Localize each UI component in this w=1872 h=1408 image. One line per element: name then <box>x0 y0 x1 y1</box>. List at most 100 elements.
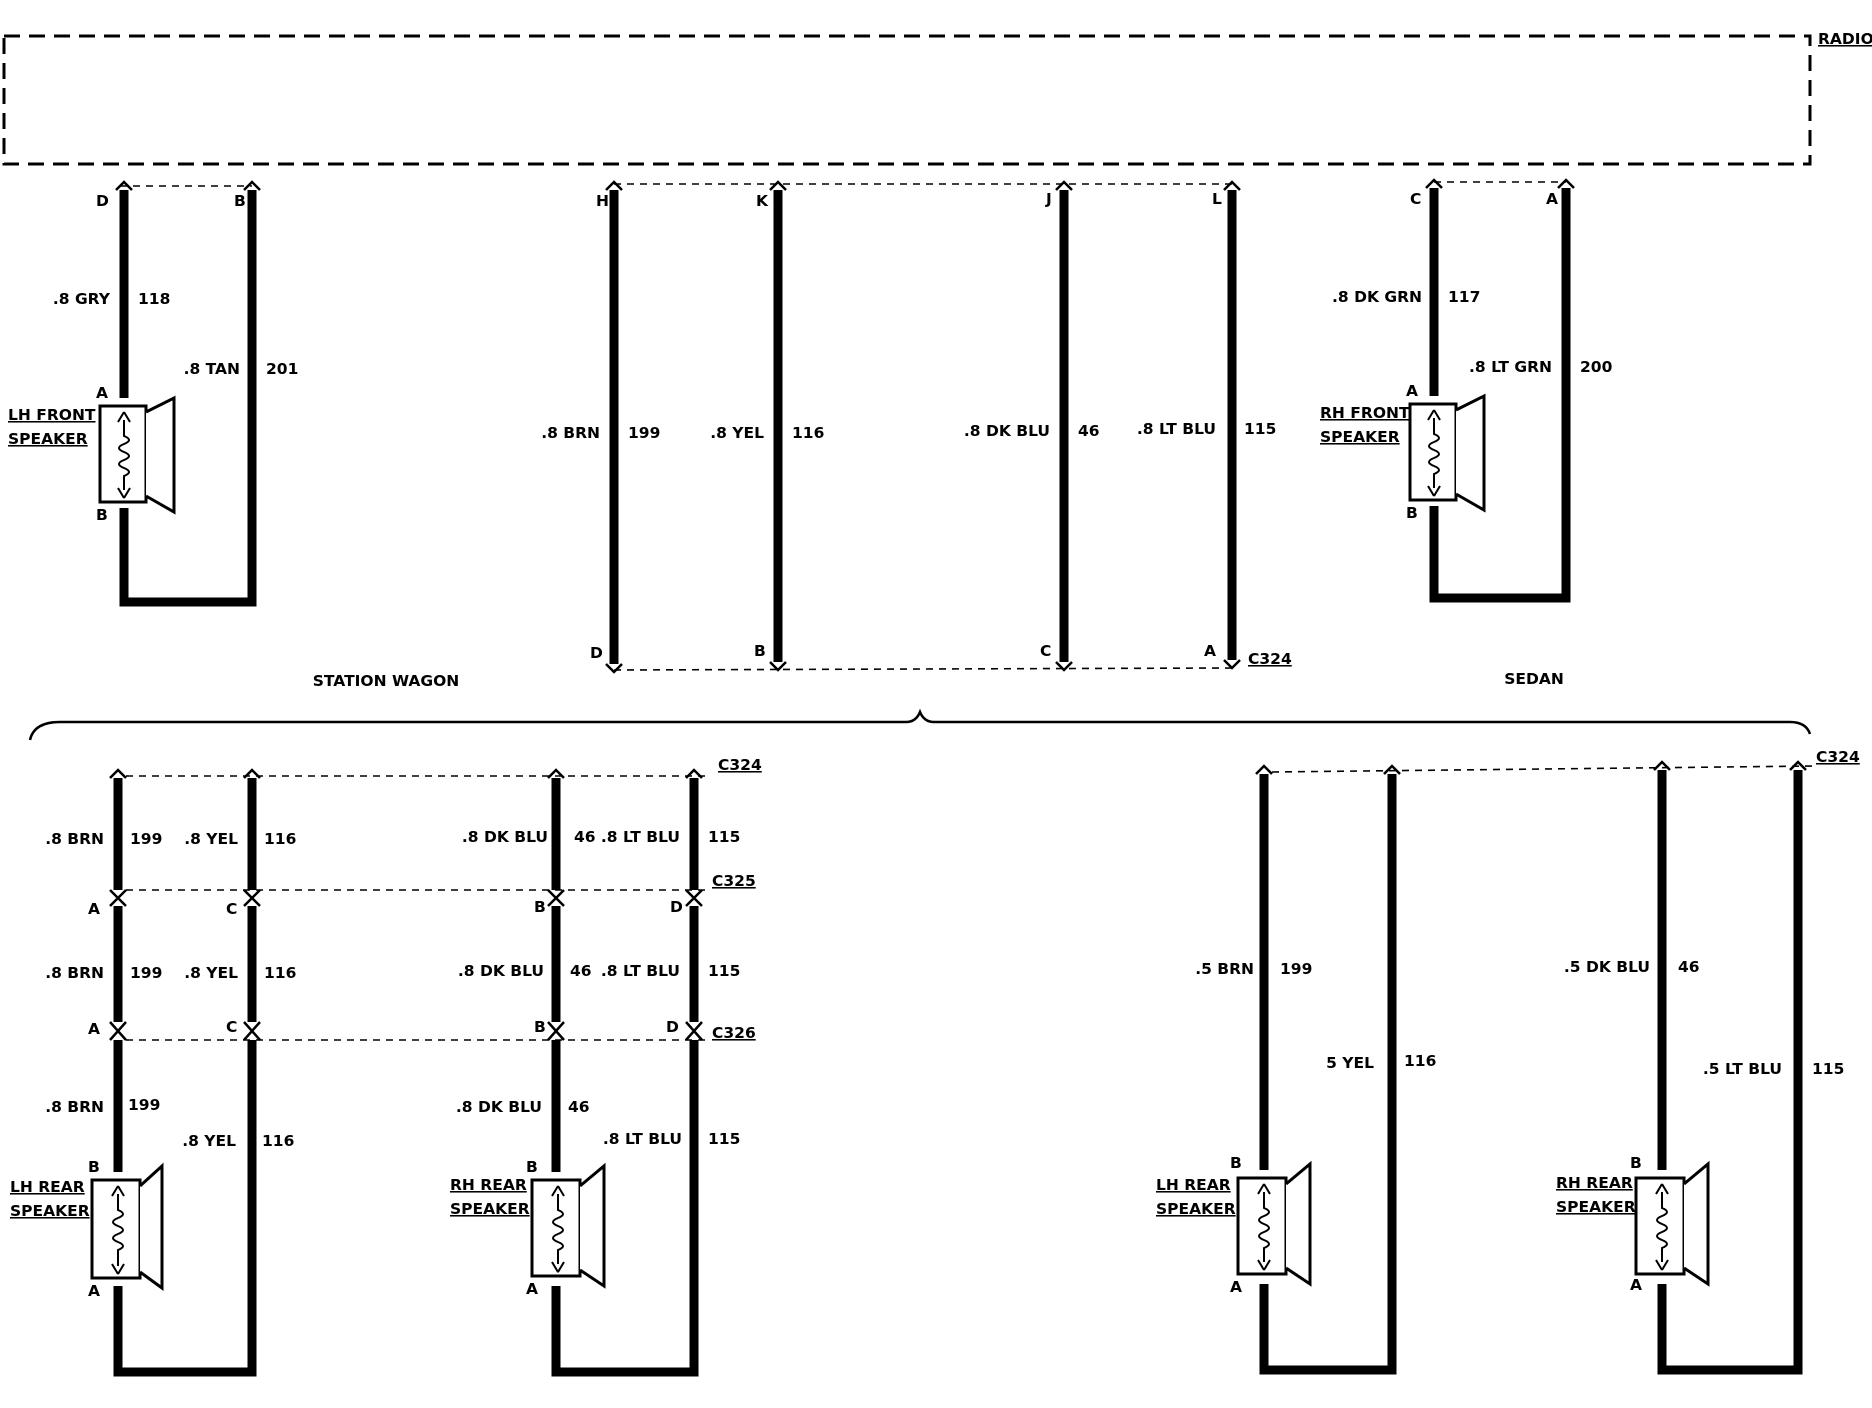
wire-gauge-label: 5 YEL <box>1326 1054 1374 1072</box>
pin-label: A <box>88 900 100 918</box>
pin-cap <box>605 663 623 674</box>
wire-circuit-label: 46 <box>570 962 592 980</box>
pin-label: C <box>1410 190 1421 208</box>
pin-label: B <box>534 898 546 916</box>
wire-gauge-label: .8 DK BLU <box>456 1098 542 1116</box>
wire-circuit-label: 46 <box>574 828 596 846</box>
wire-gauge-label: .8 BRN <box>541 424 600 442</box>
c324-connector-sedan <box>1271 765 1815 773</box>
wire-circuit-label: 199 <box>128 1096 160 1114</box>
speaker-label: SPEAKER <box>1156 1200 1236 1218</box>
wire-yel-116-loop <box>113 1040 257 1377</box>
wire-circuit-label: 117 <box>1448 288 1480 306</box>
wire-ltgrn-200-loop <box>1429 188 1571 603</box>
pin-cap <box>1055 661 1073 672</box>
pin-label: A <box>1406 382 1418 400</box>
pin-label: C <box>226 1018 237 1036</box>
wire-gauge-label: .8 DK BLU <box>458 962 544 980</box>
pin-cap <box>115 180 133 191</box>
wire-circuit-label: 199 <box>628 424 660 442</box>
pin-cap <box>605 180 623 191</box>
wire-ltblu-115-loop <box>1657 770 1803 1375</box>
pin-label: D <box>96 192 109 210</box>
wire-circuit-label: 115 <box>708 1130 740 1148</box>
speaker-icon <box>1236 1160 1312 1287</box>
wire-circuit-label: 115 <box>1812 1060 1844 1078</box>
wire-circuit-label: 46 <box>568 1098 590 1116</box>
pin-cap <box>769 661 787 672</box>
wire-gauge-label: .8 TAN <box>184 360 240 378</box>
speaker-icon <box>1634 1160 1710 1287</box>
c324-connector-top <box>613 667 1233 671</box>
wire-tan-201-loop <box>119 190 257 607</box>
pin-label: C <box>226 900 237 918</box>
wire-gauge-label: .8 DK GRN <box>1332 288 1422 306</box>
pin-caps-c324 <box>109 768 703 779</box>
wire-circuit-label: 199 <box>1280 960 1312 978</box>
wire-gauge-label: .5 BRN <box>1195 960 1254 978</box>
connector-label: C325 <box>712 872 756 890</box>
wire-circuit-label: 116 <box>264 964 296 982</box>
pin-label: A <box>1546 190 1558 208</box>
variant-brace <box>28 708 1812 741</box>
pin-label: B <box>526 1158 538 1176</box>
speaker-label: RH FRONT <box>1320 404 1410 422</box>
speaker-label: SPEAKER <box>450 1200 530 1218</box>
speaker-icon <box>90 1162 164 1291</box>
pin-label: B <box>754 642 766 660</box>
speaker-icon <box>1408 393 1486 513</box>
wire-circuit-label: 116 <box>1404 1052 1436 1070</box>
pin-label: J <box>1045 190 1052 208</box>
pin-label: D <box>670 898 683 916</box>
pin-caps-c324 <box>1255 760 1807 775</box>
wire-gauge-label: .8 LT BLU <box>601 828 680 846</box>
wire-circuit-label: 116 <box>264 830 296 848</box>
wire-circuit-label: 118 <box>138 290 170 308</box>
pin-label: A <box>88 1020 100 1038</box>
pin-label: B <box>88 1158 100 1176</box>
pin-cap <box>1425 178 1443 189</box>
wire-circuit-label: 115 <box>1244 420 1276 438</box>
wire-circuit-label: 116 <box>792 424 824 442</box>
wire-gauge-label: .8 LT BLU <box>603 1130 682 1148</box>
pin-label: B <box>234 192 246 210</box>
pin-label: A <box>1630 1276 1642 1294</box>
wire-gauge-label: .8 BRN <box>45 1098 104 1116</box>
pin-cap <box>769 180 787 191</box>
pin-label: B <box>1230 1154 1242 1172</box>
pin-cap <box>1223 180 1241 191</box>
connector-label: C324 <box>1816 748 1860 766</box>
wire-gauge-label: .8 YEL <box>184 830 238 848</box>
speaker-label: RH REAR <box>1556 1174 1633 1192</box>
wire-gauge-label: .8 BRN <box>45 830 104 848</box>
pin-label: B <box>534 1018 546 1036</box>
pin-caps-c326 <box>109 1021 703 1041</box>
speaker-label: RH REAR <box>450 1176 527 1194</box>
wire-gauge-label: .8 LT BLU <box>1137 420 1216 438</box>
speaker-label: SPEAKER <box>10 1202 90 1220</box>
wire-gauge-label: .8 LT GRN <box>1469 358 1552 376</box>
pin-cap <box>243 180 261 191</box>
pin-label: C <box>1040 642 1051 660</box>
pin-label: H <box>596 192 609 210</box>
radio-outline <box>2 34 1812 166</box>
connector-label: C326 <box>712 1024 756 1042</box>
pin-label: B <box>96 506 108 524</box>
speaker-label: SPEAKER <box>8 430 88 448</box>
wire-gauge-label: .8 YEL <box>710 424 764 442</box>
connector-label: C324 <box>718 756 762 774</box>
wire-circuit-label: 199 <box>130 964 162 982</box>
wire-circuit-label: 46 <box>1078 422 1100 440</box>
pin-cap <box>1557 178 1575 189</box>
pin-label: D <box>590 644 603 662</box>
speaker-label: LH FRONT <box>8 406 96 424</box>
wire-gauge-label: .8 BRN <box>45 964 104 982</box>
wire-circuit-label: 200 <box>1580 358 1613 376</box>
speaker-label: LH REAR <box>10 1178 85 1196</box>
wire-yel-116-loop <box>1259 774 1397 1375</box>
pin-label: A <box>526 1280 538 1298</box>
pin-caps-c325 <box>109 889 703 907</box>
variant-label-station-wagon: STATION WAGON <box>313 672 459 690</box>
wire-gauge-label: .8 DK BLU <box>462 828 548 846</box>
